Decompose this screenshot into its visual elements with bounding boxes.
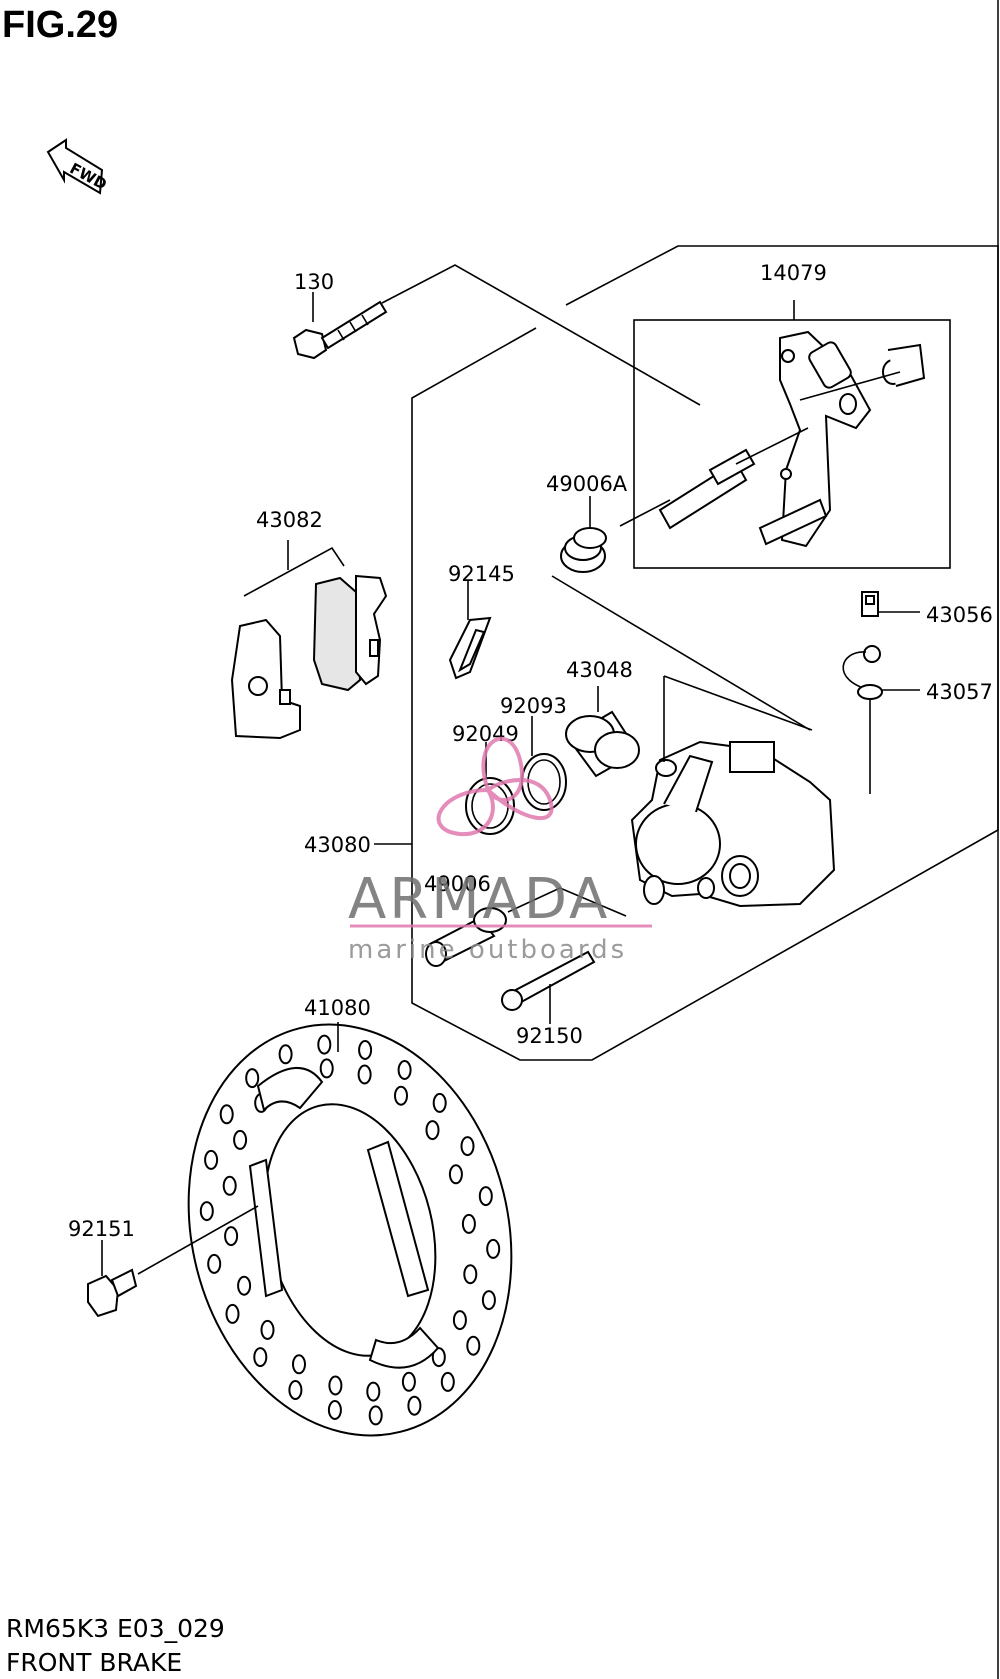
disc-hole bbox=[466, 1335, 481, 1356]
label-92093: 92093 bbox=[500, 694, 567, 718]
caliper-body bbox=[630, 675, 836, 908]
disc-hole bbox=[357, 1064, 372, 1085]
disc-hole bbox=[460, 1136, 475, 1157]
disc-hole bbox=[401, 1371, 416, 1392]
disc-hole bbox=[328, 1375, 343, 1396]
disc-hole bbox=[432, 1092, 447, 1113]
disc-hole bbox=[327, 1400, 342, 1420]
disc-hole bbox=[233, 1129, 248, 1150]
disc-hole bbox=[452, 1310, 467, 1331]
disc-hole bbox=[204, 1149, 219, 1170]
disc-hole bbox=[260, 1319, 275, 1340]
disc-hole bbox=[319, 1058, 334, 1079]
pin-92150 bbox=[501, 950, 596, 1024]
label-92151: 92151 bbox=[68, 1217, 135, 1241]
fwd-arrow-icon: FWD bbox=[46, 138, 110, 195]
boot-49006A bbox=[560, 496, 607, 573]
disc-hole bbox=[394, 1085, 408, 1106]
label-92145: 92145 bbox=[448, 562, 515, 586]
leader-49006A-boot bbox=[551, 575, 811, 731]
disc-hole bbox=[222, 1175, 237, 1196]
bolt-130 bbox=[292, 300, 388, 360]
label-49006: 49006 bbox=[424, 872, 491, 896]
disc-hole bbox=[253, 1347, 268, 1368]
bolt-92151 bbox=[87, 1205, 259, 1318]
cap-43057 bbox=[842, 645, 920, 794]
disc-hole bbox=[245, 1068, 260, 1089]
disc-hole bbox=[317, 1034, 332, 1055]
disc-hole bbox=[478, 1186, 493, 1207]
disc-hole bbox=[207, 1253, 222, 1274]
disc-hole bbox=[368, 1405, 383, 1426]
clip-92145 bbox=[448, 580, 492, 680]
label-92150: 92150 bbox=[516, 1024, 583, 1048]
label-41080: 41080 bbox=[304, 996, 371, 1020]
label-43056: 43056 bbox=[926, 603, 993, 627]
disc-hole bbox=[278, 1044, 293, 1065]
propeller-logo-icon bbox=[436, 736, 554, 837]
figure-title: FIG.29 bbox=[2, 4, 119, 46]
label-43082: 43082 bbox=[256, 508, 323, 532]
bracket-box bbox=[633, 319, 951, 569]
label-130: 130 bbox=[294, 270, 334, 294]
disc-hole bbox=[486, 1238, 501, 1259]
piston-43048 bbox=[565, 686, 640, 778]
disc-hole bbox=[219, 1104, 234, 1125]
label-14079: 14079 bbox=[760, 261, 827, 285]
watermark-brand: ARMADA bbox=[348, 867, 610, 932]
label-43048: 43048 bbox=[566, 658, 633, 682]
footer-name: FRONT BRAKE bbox=[6, 1648, 183, 1677]
disc-hole bbox=[199, 1201, 214, 1222]
disc-hole bbox=[407, 1395, 422, 1416]
bracket-14079 bbox=[619, 330, 926, 548]
disc-hole bbox=[397, 1060, 412, 1080]
disc-hole bbox=[225, 1303, 240, 1324]
leader-130 bbox=[381, 264, 701, 406]
disc-hole bbox=[463, 1264, 478, 1285]
pads-43082 bbox=[230, 540, 388, 740]
watermark: ARMADA marine outboards bbox=[348, 736, 652, 965]
disc-hole bbox=[425, 1120, 440, 1141]
label-43057: 43057 bbox=[926, 680, 993, 704]
disc-hole bbox=[366, 1381, 381, 1402]
watermark-tagline: marine outboards bbox=[348, 935, 627, 965]
disc-hole bbox=[461, 1213, 476, 1234]
disc-hole bbox=[358, 1040, 373, 1060]
caliper-assembly-box bbox=[411, 245, 999, 1061]
disc-hole bbox=[292, 1354, 306, 1375]
footer-code: RM65K3 E03_029 bbox=[6, 1614, 225, 1643]
label-49006A: 49006A bbox=[546, 472, 628, 496]
disc-hole bbox=[481, 1290, 496, 1311]
disc-hole bbox=[224, 1226, 239, 1247]
label-43080: 43080 bbox=[304, 833, 371, 857]
disc-hole bbox=[237, 1275, 252, 1296]
brake-disc-41080 bbox=[187, 1022, 513, 1437]
bleeder-43056 bbox=[861, 591, 920, 617]
disc-hole bbox=[448, 1164, 463, 1185]
disc-hole bbox=[288, 1380, 303, 1400]
seal-92093 bbox=[521, 716, 567, 811]
disc-hole bbox=[440, 1371, 455, 1392]
